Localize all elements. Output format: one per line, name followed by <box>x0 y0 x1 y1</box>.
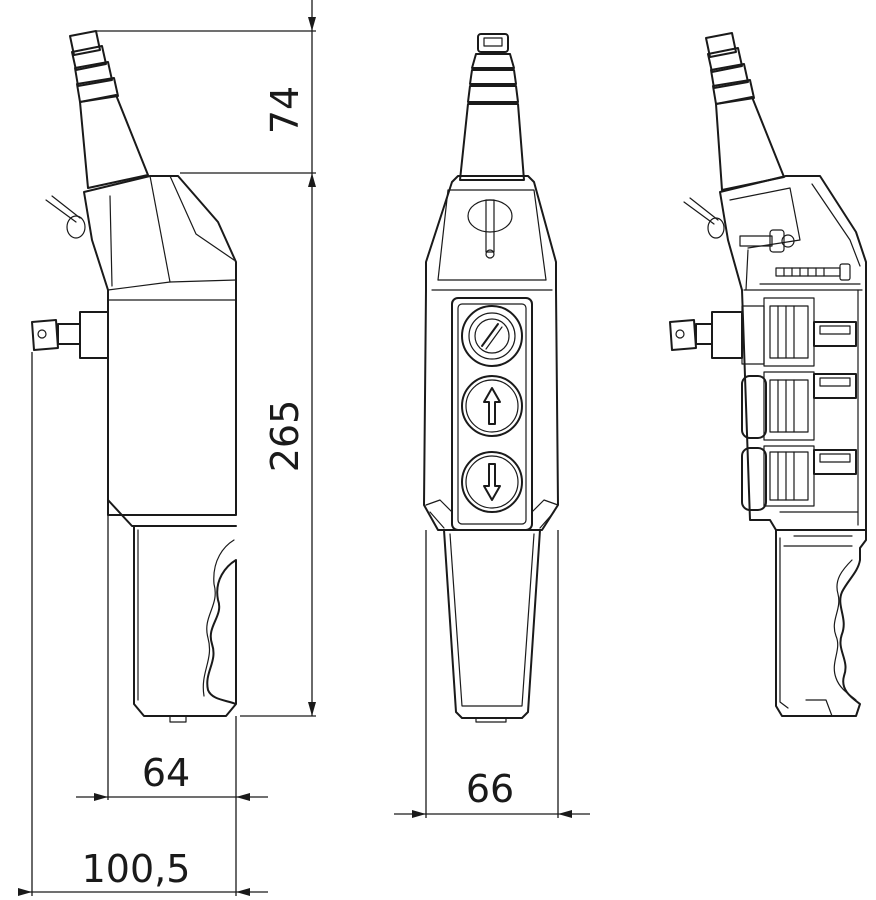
side-lanyard-eyelet <box>45 195 86 239</box>
front-body-shell <box>423 175 559 531</box>
arrow-down-icon <box>483 463 501 501</box>
section-lanyard-pin <box>683 197 795 253</box>
side-handle <box>107 499 237 723</box>
up-button <box>461 375 523 437</box>
section-cable-gland <box>705 32 785 191</box>
front-lanyard-ring <box>467 199 513 259</box>
section-screw <box>775 263 851 281</box>
down-button <box>461 451 523 513</box>
side-key-switch <box>31 311 109 359</box>
key-switch-button <box>461 305 523 367</box>
section-contact-blocks <box>763 297 857 507</box>
key-switch-icon <box>481 323 499 347</box>
front-button-panel <box>451 297 533 531</box>
dim-label-74: 74 <box>263 86 307 134</box>
front-handle <box>443 529 541 723</box>
section-key-switch <box>669 305 765 365</box>
front-view <box>423 33 559 723</box>
dimension-64: 64 <box>76 516 268 801</box>
arrow-up-icon <box>483 387 501 425</box>
front-shoulders <box>425 499 559 529</box>
side-body-shell <box>83 175 237 516</box>
section-view <box>669 32 867 717</box>
side-cable-gland <box>69 30 149 189</box>
section-handle <box>775 529 867 717</box>
dimension-74: 74 <box>96 0 316 187</box>
dimension-66: 66 <box>394 530 590 818</box>
dim-label-265: 265 <box>263 400 307 473</box>
section-front-buttons <box>741 375 767 511</box>
side-view <box>31 30 237 723</box>
dim-label-66: 66 <box>466 767 514 811</box>
dimension-100-5: 100,5 <box>18 352 268 896</box>
dim-label-64: 64 <box>142 751 190 795</box>
dim-label-100-5: 100,5 <box>82 847 191 891</box>
dimension-265: 265 <box>240 173 316 717</box>
front-cable-gland <box>459 33 525 181</box>
